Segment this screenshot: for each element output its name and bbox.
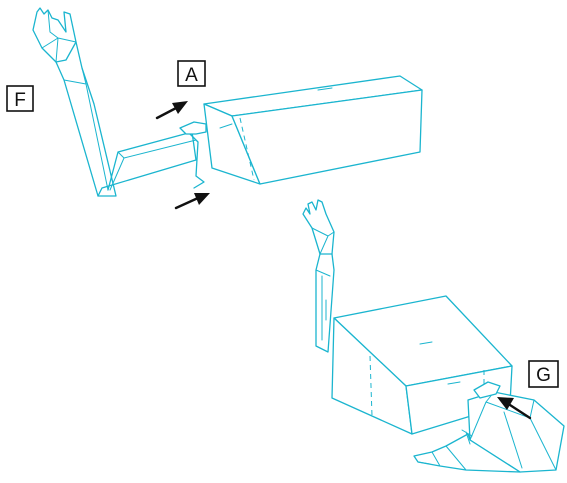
label-a: A	[177, 60, 206, 87]
label-f: F	[6, 85, 34, 112]
arm-g-upper	[302, 199, 335, 353]
arrow-g	[497, 397, 532, 420]
label-g-text: G	[536, 365, 551, 386]
label-a-text: A	[185, 65, 198, 86]
box-a	[203, 75, 423, 185]
label-g: G	[528, 360, 559, 388]
arm-g-lower	[413, 381, 565, 473]
arm-f-figure	[32, 7, 207, 197]
arrow-upper-left	[155, 101, 188, 120]
label-f-text: F	[14, 90, 26, 111]
arrow-lower-left	[174, 193, 210, 210]
